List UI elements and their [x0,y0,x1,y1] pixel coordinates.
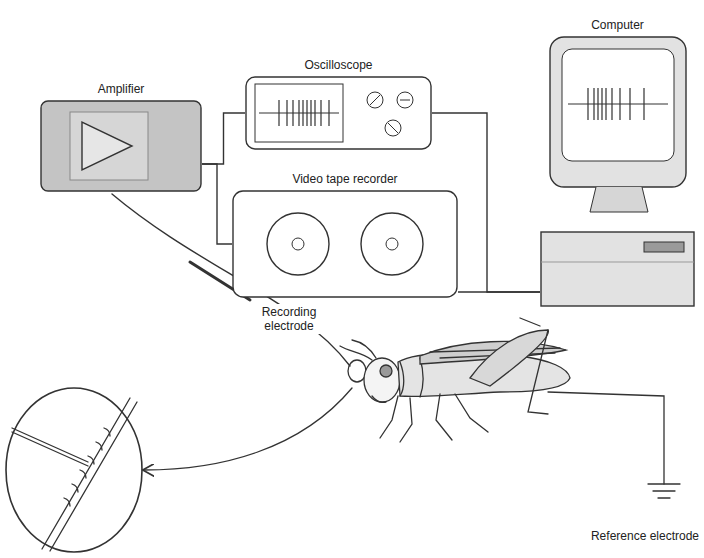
signal-wire [202,164,232,244]
device-drawing [540,36,695,308]
device-label: Amplifier [40,82,202,100]
signal-wire [202,113,245,164]
oscilloscope-box: Oscilloscope [245,58,432,150]
device-label: Computer [540,18,695,36]
tape-recorder-box: Video tape recorder [232,172,458,298]
device-outline [232,190,458,298]
device-outline [245,76,432,150]
device-outline [540,36,695,308]
electrode-label: Reference electrode [586,528,704,544]
electrode-label: Recording electrode [250,304,328,334]
computer-box: Computer [540,18,695,308]
device-drawing [245,76,432,150]
signal-wire [458,291,540,292]
amplifier-box: Amplifier [40,82,202,192]
device-drawing [232,190,458,298]
device-label: Oscilloscope [245,58,432,76]
device-drawing [40,100,202,192]
device-outline [40,100,202,192]
device-label: Video tape recorder [232,172,458,190]
